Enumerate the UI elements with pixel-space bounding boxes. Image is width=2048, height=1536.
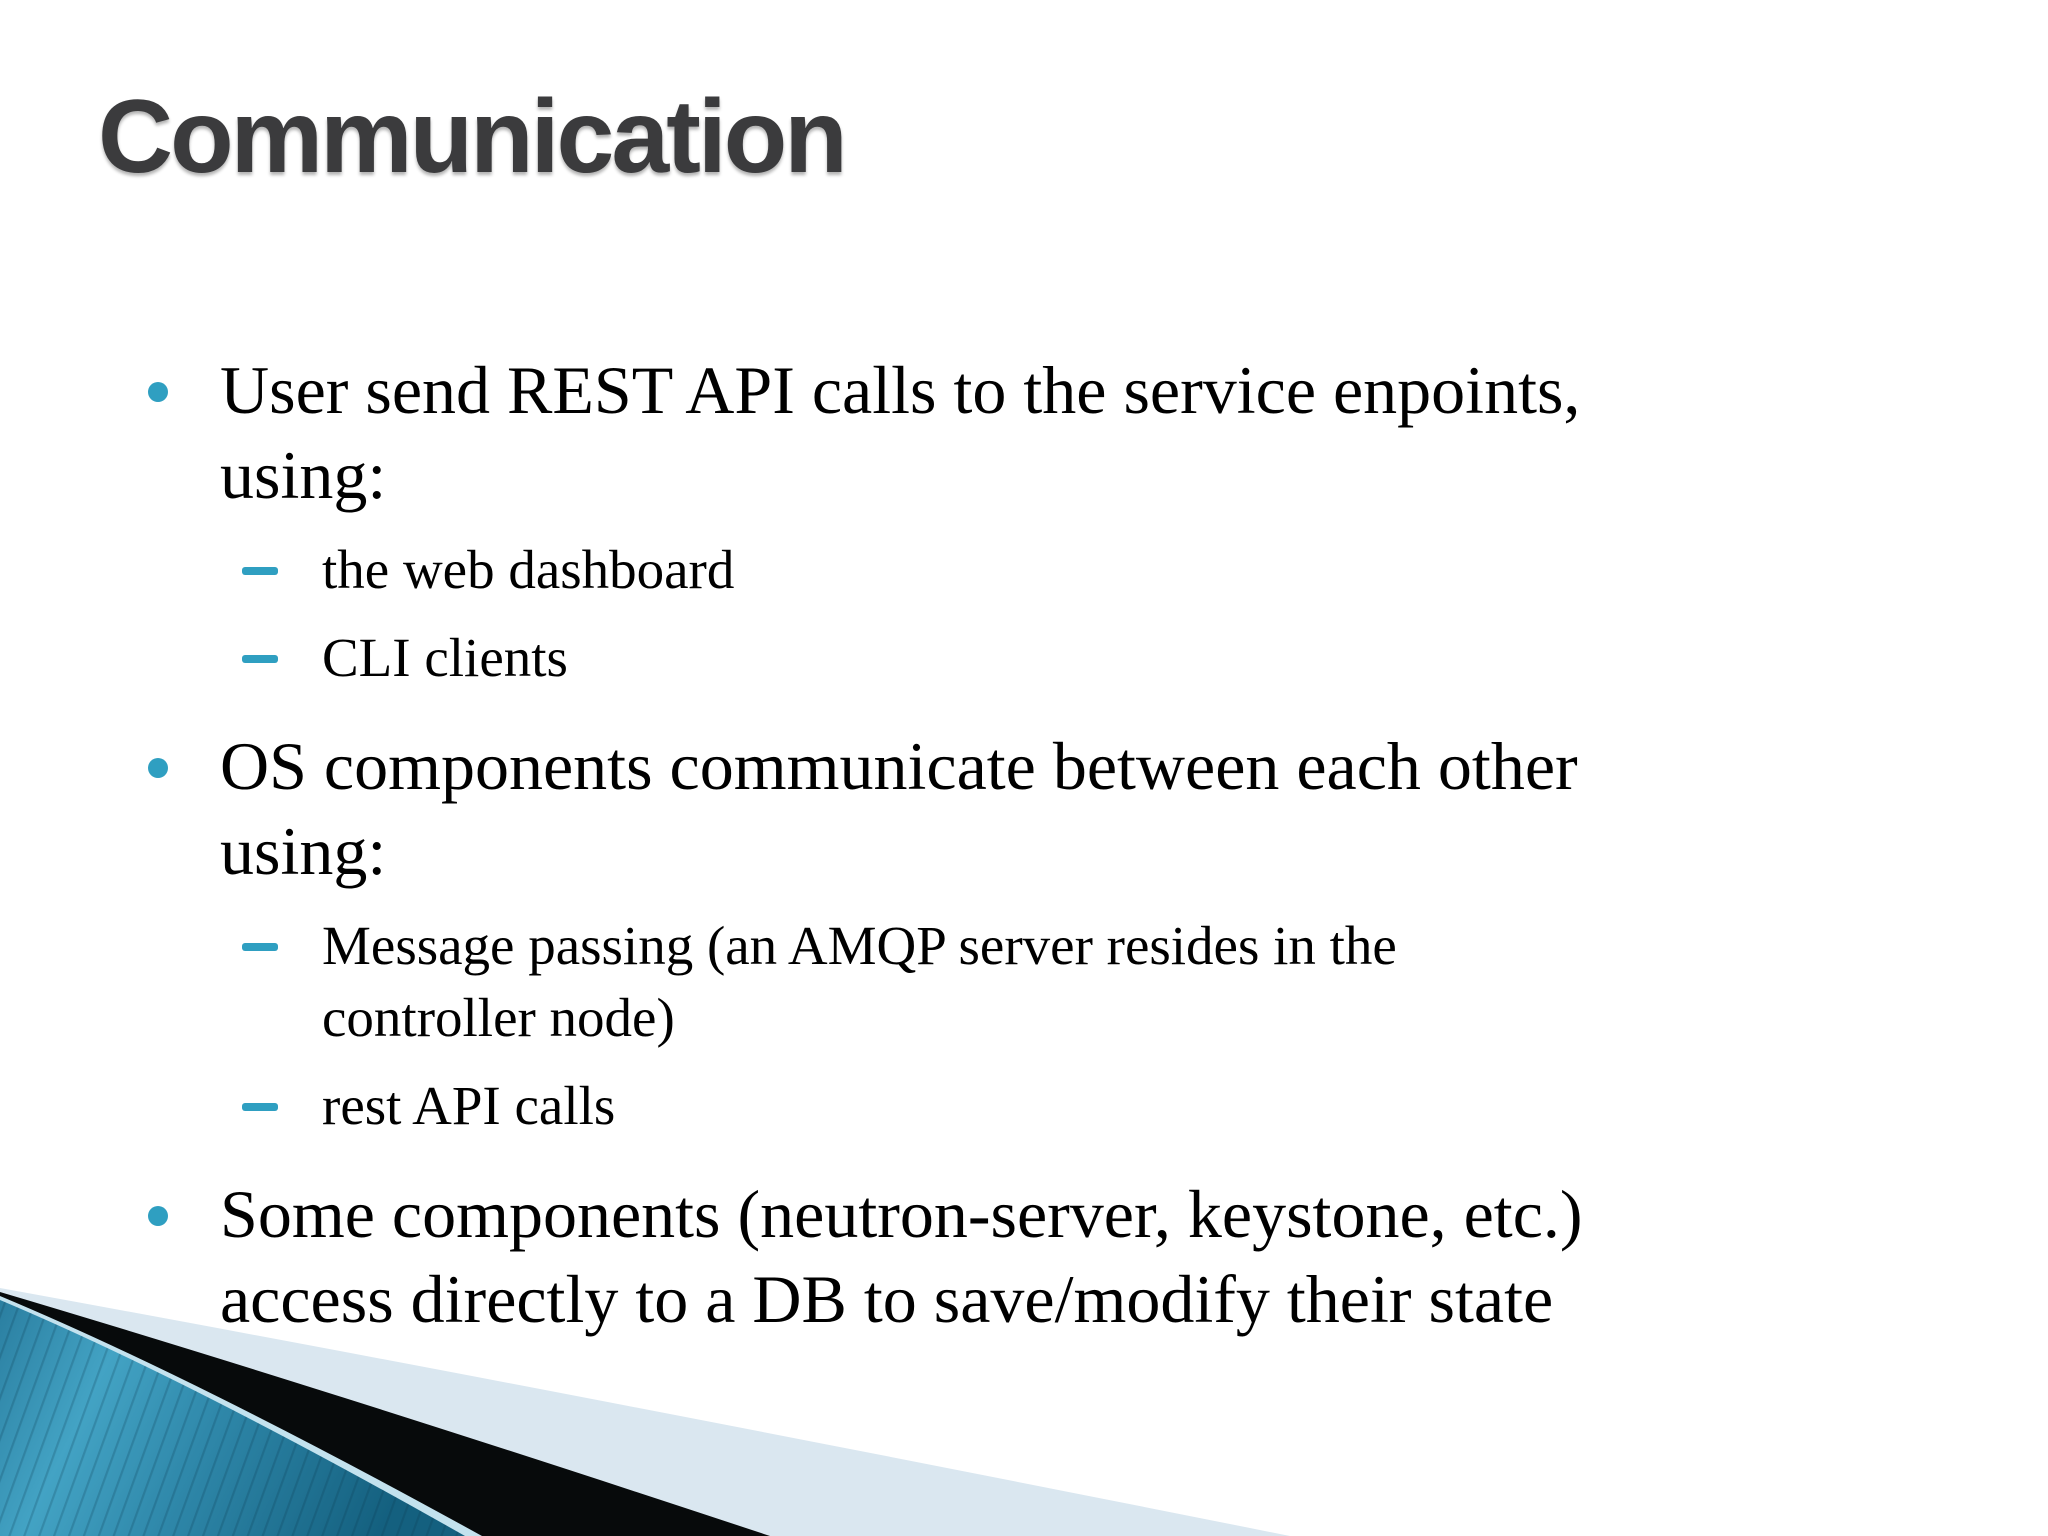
bullet-list: User send REST API calls to the service … (0, 348, 2008, 1342)
footer-decoration (0, 1288, 1290, 1536)
bullet-item: OS components communicate between each o… (148, 724, 2008, 894)
dot-bullet-icon (148, 758, 168, 778)
bullet-text: Message passing (an AMQP server resides … (322, 915, 1397, 1048)
footer-teal-pinstripes (0, 1300, 465, 1536)
bullet-text: Some components (neutron-server, keyston… (220, 1176, 1583, 1337)
bullet-item: rest API calls (242, 1070, 2008, 1142)
bullet-item: Message passing (an AMQP server resides … (242, 910, 2008, 1054)
bullet-item: the web dashboard (242, 534, 2008, 606)
bullet-text: OS components communicate between each o… (220, 728, 1578, 889)
bullet-text: CLI clients (322, 627, 568, 688)
dash-bullet-icon (242, 1103, 278, 1111)
bullet-text: the web dashboard (322, 539, 735, 600)
dot-bullet-icon (148, 382, 168, 402)
dash-bullet-icon (242, 943, 278, 951)
dot-bullet-icon (148, 1206, 168, 1226)
bullet-text: rest API calls (322, 1075, 616, 1136)
bullet-item: User send REST API calls to the service … (148, 348, 2008, 518)
slide-title: Communication (98, 79, 848, 195)
bullet-text: User send REST API calls to the service … (220, 352, 1581, 513)
dash-bullet-icon (242, 655, 278, 663)
dash-bullet-icon (242, 567, 278, 575)
bullet-item: Some components (neutron-server, keyston… (148, 1172, 2008, 1342)
bullet-item: CLI clients (242, 622, 2008, 694)
